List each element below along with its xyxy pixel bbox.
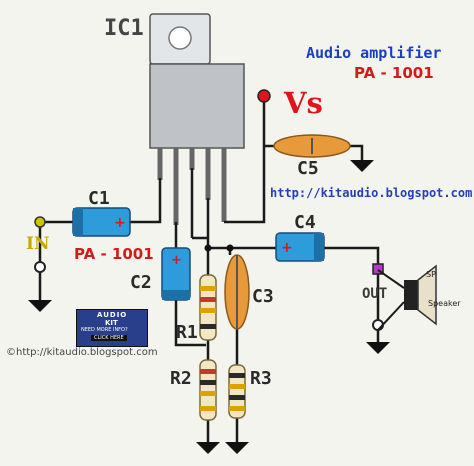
vs-terminal-icon [257, 89, 271, 103]
label-r1: R1 [176, 322, 198, 343]
badge-line4[interactable]: CLICK HERE [91, 335, 127, 341]
output-terminal-icon [372, 263, 384, 275]
label-c5: C5 [297, 158, 319, 179]
capacitor-c3 [224, 254, 250, 330]
ground-symbols [28, 160, 390, 454]
model-label: PA - 1001 [354, 64, 434, 82]
resistor-r1 [199, 274, 217, 341]
label-c4: C4 [294, 212, 316, 233]
ic1-label: IC1 [104, 16, 144, 41]
url-bottom[interactable]: ©http://kitaudio.blogspot.com [6, 347, 158, 358]
audio-kit-badge[interactable]: AUDIO KIT NEED MORE INFO? CLICK HERE [76, 309, 148, 347]
speaker-icon [377, 264, 437, 331]
diagram-title: Audio amplifier [306, 44, 442, 62]
ground-c5-icon [350, 160, 374, 172]
capacitor-c5 [273, 134, 351, 158]
label-c2: C2 [130, 272, 152, 293]
svg-text:+: + [114, 215, 126, 231]
output-label: OUT [362, 286, 388, 302]
capacitor-c4: + [275, 232, 325, 262]
resistor-r2 [199, 359, 217, 421]
label-r2: R2 [170, 368, 192, 389]
label-c1-model: PA - 1001 [74, 245, 154, 263]
input-terminal-icon [34, 216, 46, 228]
badge-line1: AUDIO [97, 311, 128, 319]
speaker-caption: Speaker [428, 299, 461, 308]
ground-in-icon [28, 300, 52, 312]
label-r3: R3 [250, 368, 272, 389]
speaker-tag: SP [426, 270, 436, 279]
label-c1: C1 [88, 188, 110, 209]
input-label: IN [26, 234, 50, 254]
label-c3: C3 [252, 286, 274, 307]
capacitor-c2: + [161, 247, 191, 301]
ground-r2-icon [196, 442, 220, 454]
badge-line3: NEED MORE INFO? [81, 327, 128, 333]
svg-text:+: + [281, 240, 293, 256]
ground-out-icon [366, 342, 390, 354]
circuit-wires [38, 96, 380, 442]
badge-line2: KIT [105, 319, 118, 327]
terminals [34, 89, 384, 331]
capacitor-c1: + [72, 207, 131, 237]
resistor-r3 [228, 364, 246, 419]
svg-text:+: + [171, 253, 182, 268]
ground-r3-icon [225, 442, 249, 454]
supply-label: Vs [284, 86, 323, 120]
url-top[interactable]: http://kitaudio.blogspot.com [270, 186, 473, 200]
ic1-package [149, 13, 245, 225]
